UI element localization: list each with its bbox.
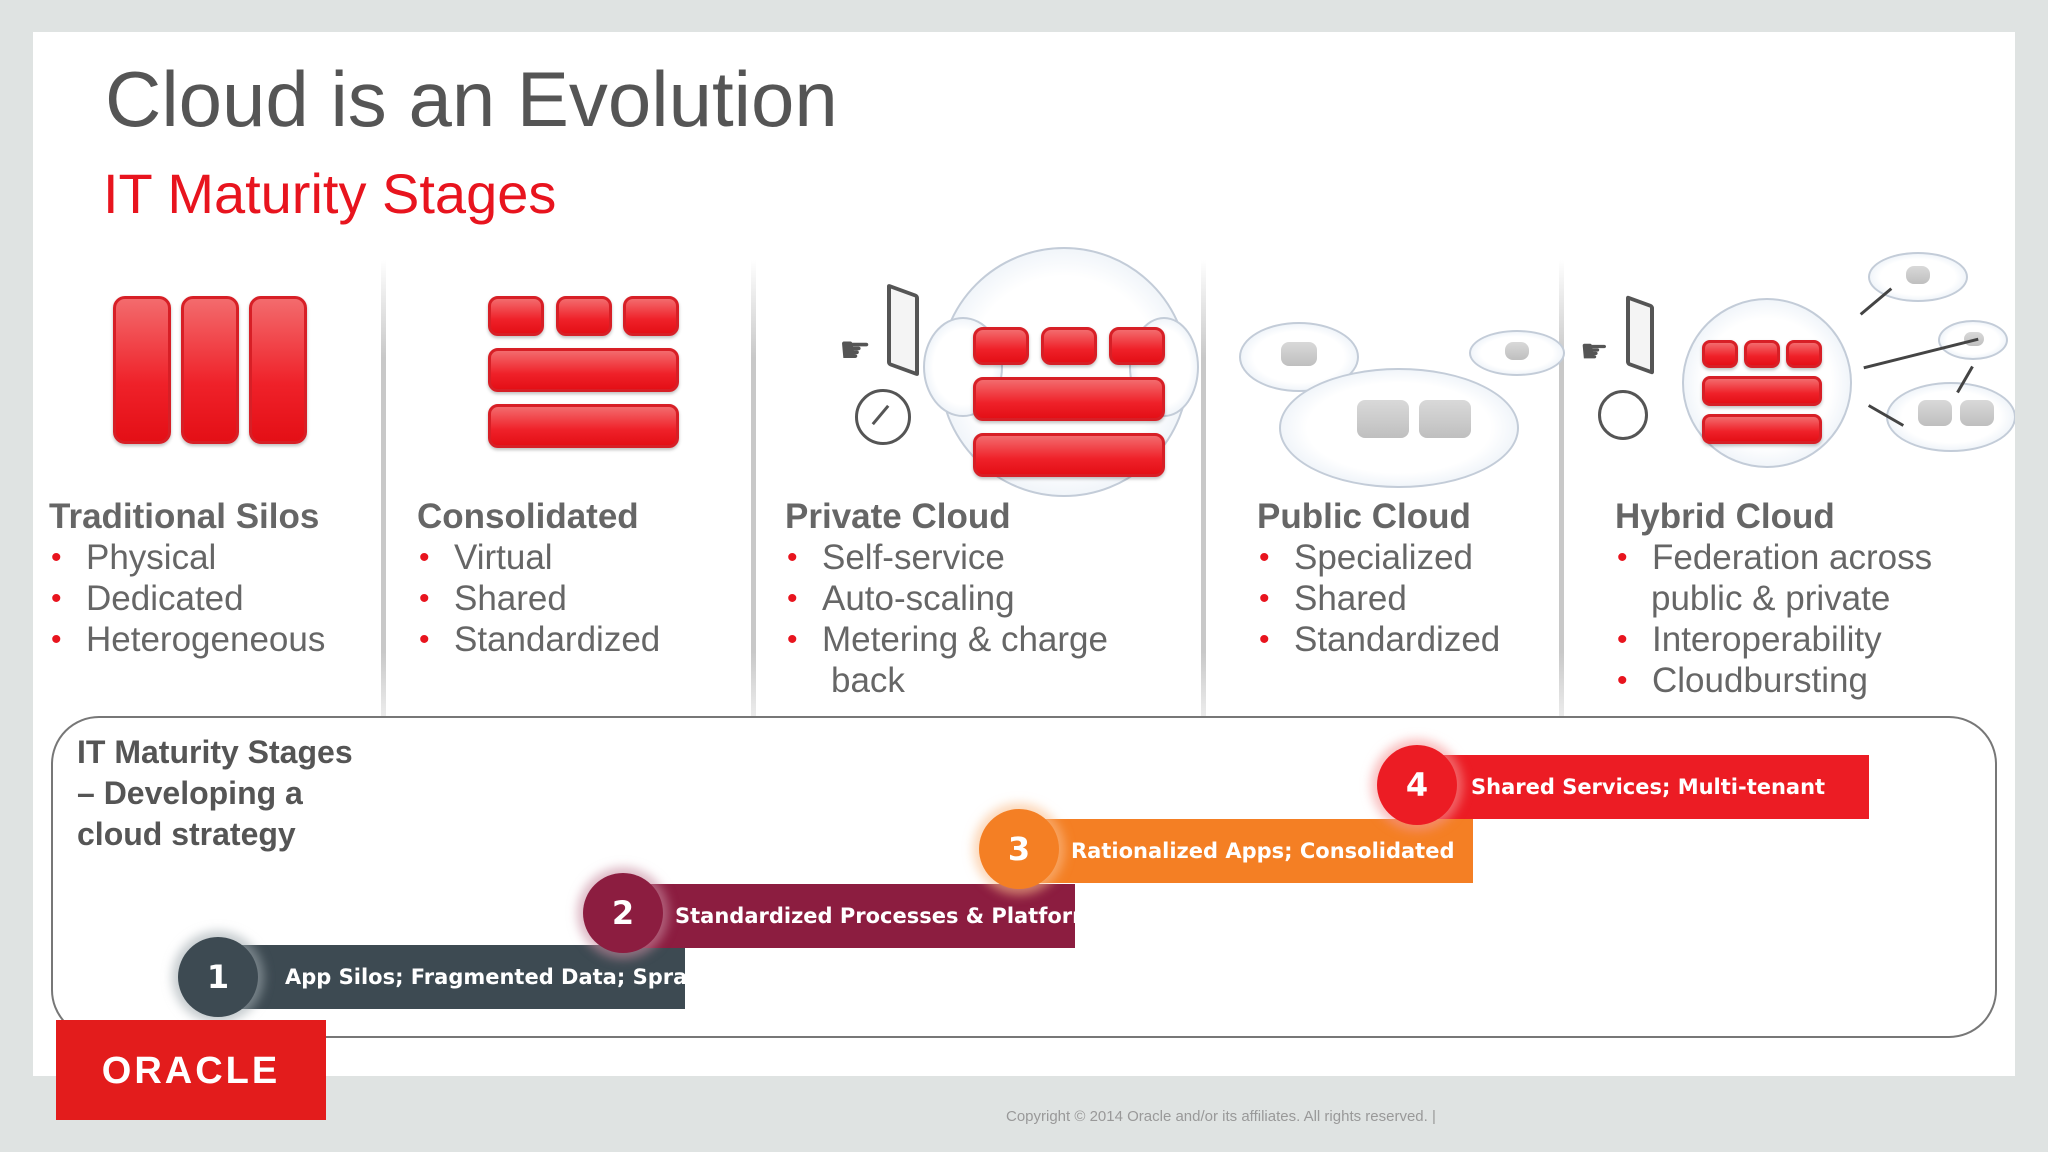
column-divider xyxy=(751,260,756,750)
column-item: Shared xyxy=(417,578,660,619)
stage-bar-2: Standardized Processes & Platform xyxy=(613,884,1094,948)
column-divider xyxy=(381,260,386,750)
column-item: Physical xyxy=(49,537,325,578)
stage-number-2: 2 xyxy=(583,873,663,953)
stage-label: Standardized Processes & Platform xyxy=(675,904,1095,928)
column-item: Virtual xyxy=(417,537,660,578)
column-divider xyxy=(1559,260,1564,750)
stage-label: App Silos; Fragmented Data; Sprawl xyxy=(285,965,714,989)
meter-gauge-icon xyxy=(855,389,911,445)
column-item: Shared xyxy=(1257,578,1500,619)
column-public-cloud: Public Cloud Specialized Shared Standard… xyxy=(1257,497,1500,660)
column-item: Auto-scaling xyxy=(785,578,1108,619)
column-hybrid-cloud: Hybrid Cloud Federation across public & … xyxy=(1615,497,1932,701)
arrow-icon xyxy=(1859,287,1893,316)
column-item: Specialized xyxy=(1257,537,1500,578)
stage-bar-3: Rationalized Apps; Consolidated xyxy=(1011,819,1473,883)
copyright-text: Copyright © 2014 Oracle and/or its affil… xyxy=(1006,1108,1436,1125)
oracle-logo: ORACLE xyxy=(56,1020,326,1120)
column-item: public & private xyxy=(1651,579,1891,618)
consolidated-icon xyxy=(488,296,688,448)
column-divider xyxy=(1201,260,1206,750)
stage-bar-1: App Silos; Fragmented Data; Sprawl xyxy=(213,945,714,1009)
slide: Cloud is an Evolution IT Maturity Stages… xyxy=(33,32,2015,1076)
column-item: Metering & charge xyxy=(785,619,1108,660)
slide-subtitle: IT Maturity Stages xyxy=(103,162,557,225)
column-item: Federation across xyxy=(1615,537,1932,578)
column-item: back xyxy=(831,661,905,700)
slide-title: Cloud is an Evolution xyxy=(105,55,838,143)
column-item: Dedicated xyxy=(49,578,325,619)
silos-icon xyxy=(113,296,313,446)
column-item: Heterogeneous xyxy=(49,619,325,660)
column-heading: Hybrid Cloud xyxy=(1615,497,1835,536)
column-heading: Traditional Silos xyxy=(49,497,320,536)
column-traditional-silos: Traditional Silos Physical Dedicated Het… xyxy=(49,497,325,660)
monitor-icon xyxy=(887,283,919,377)
column-item: Cloudbursting xyxy=(1615,660,1932,701)
column-consolidated: Consolidated Virtual Shared Standardized xyxy=(417,497,660,660)
stage-bar-4: Shared Services; Multi-tenant xyxy=(1411,755,1869,819)
meter-gauge-icon xyxy=(1598,390,1648,440)
column-item: Standardized xyxy=(1257,619,1500,660)
column-heading: Public Cloud xyxy=(1257,497,1471,536)
hybrid-cloud-icon: ☛ xyxy=(1578,242,2015,472)
monitor-icon xyxy=(1626,294,1654,376)
column-private-cloud: Private Cloud Self-service Auto-scaling … xyxy=(785,497,1108,701)
column-item: Standardized xyxy=(417,619,660,660)
stage-number-1: 1 xyxy=(178,937,258,1017)
panel-label: IT Maturity Stages – Developing a cloud … xyxy=(77,734,353,852)
public-cloud-icon xyxy=(1233,282,1565,492)
column-heading: Consolidated xyxy=(417,497,639,536)
stage-number-3: 3 xyxy=(979,809,1059,889)
hand-pointer-icon: ☛ xyxy=(839,329,872,370)
stage-label: Rationalized Apps; Consolidated xyxy=(1071,839,1455,863)
stage-number-4: 4 xyxy=(1377,745,1457,825)
column-item: Self-service xyxy=(785,537,1108,578)
hand-pointer-icon: ☛ xyxy=(1580,333,1609,369)
private-cloud-icon: ☛ xyxy=(799,237,1199,507)
column-heading: Private Cloud xyxy=(785,497,1011,536)
stage-label: Shared Services; Multi-tenant xyxy=(1471,775,1826,799)
column-item: Interoperability xyxy=(1615,619,1932,660)
logo-text: ORACLE xyxy=(101,1050,281,1092)
